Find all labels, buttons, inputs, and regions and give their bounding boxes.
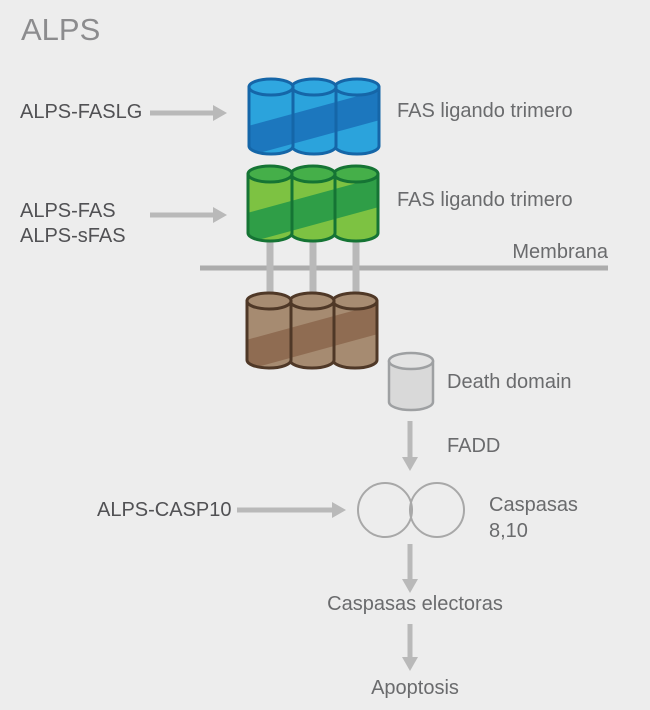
caspase-circle [409,482,465,538]
caspase-dimer-circles [357,482,465,538]
label-alps-fas: ALPS-FAS [20,200,116,222]
label-effector-caspases: Caspasas electoras [327,593,503,615]
fas-receptor-trimer [246,164,380,243]
transmembrane-stems [266,228,360,298]
caspase-circle [357,482,413,538]
label-alps-sfas: ALPS-sFAS [20,225,126,247]
stem [266,228,274,298]
label-membrane: Membrana [512,241,608,263]
label-caspases-group: Caspasas 8,10 [489,492,578,544]
arrow-caspases-down [402,544,418,593]
label-fadd: FADD [447,435,501,457]
death-domain-cylinder [387,351,435,412]
arrow-fadd [402,421,418,471]
label-alps-fas-group: ALPS-FAS ALPS-sFAS [20,199,126,249]
arrow-casp10 [237,502,346,518]
arrow-fas [150,207,227,223]
label-apoptosis: Apoptosis [371,677,459,699]
label-alps-casp10: ALPS-CASP10 [97,499,232,521]
arrow-faslg [150,105,227,121]
receptor-tail-trimer [245,291,379,370]
fas-ligand-trimer [247,77,381,156]
stem [352,228,360,298]
label-caspases-numbers: 8,10 [489,520,528,542]
page-title: ALPS [21,12,101,47]
stem [309,228,317,298]
label-fas-ligand-trimer: FAS ligando trimero [397,100,573,122]
label-alps-faslg: ALPS-FASLG [20,101,143,123]
label-caspases: Caspasas [489,494,578,516]
membrane-line [200,265,608,271]
label-death-domain: Death domain [447,371,572,393]
arrow-apoptosis [402,624,418,671]
label-fas-receptor-trimer: FAS ligando trimero [397,189,573,211]
